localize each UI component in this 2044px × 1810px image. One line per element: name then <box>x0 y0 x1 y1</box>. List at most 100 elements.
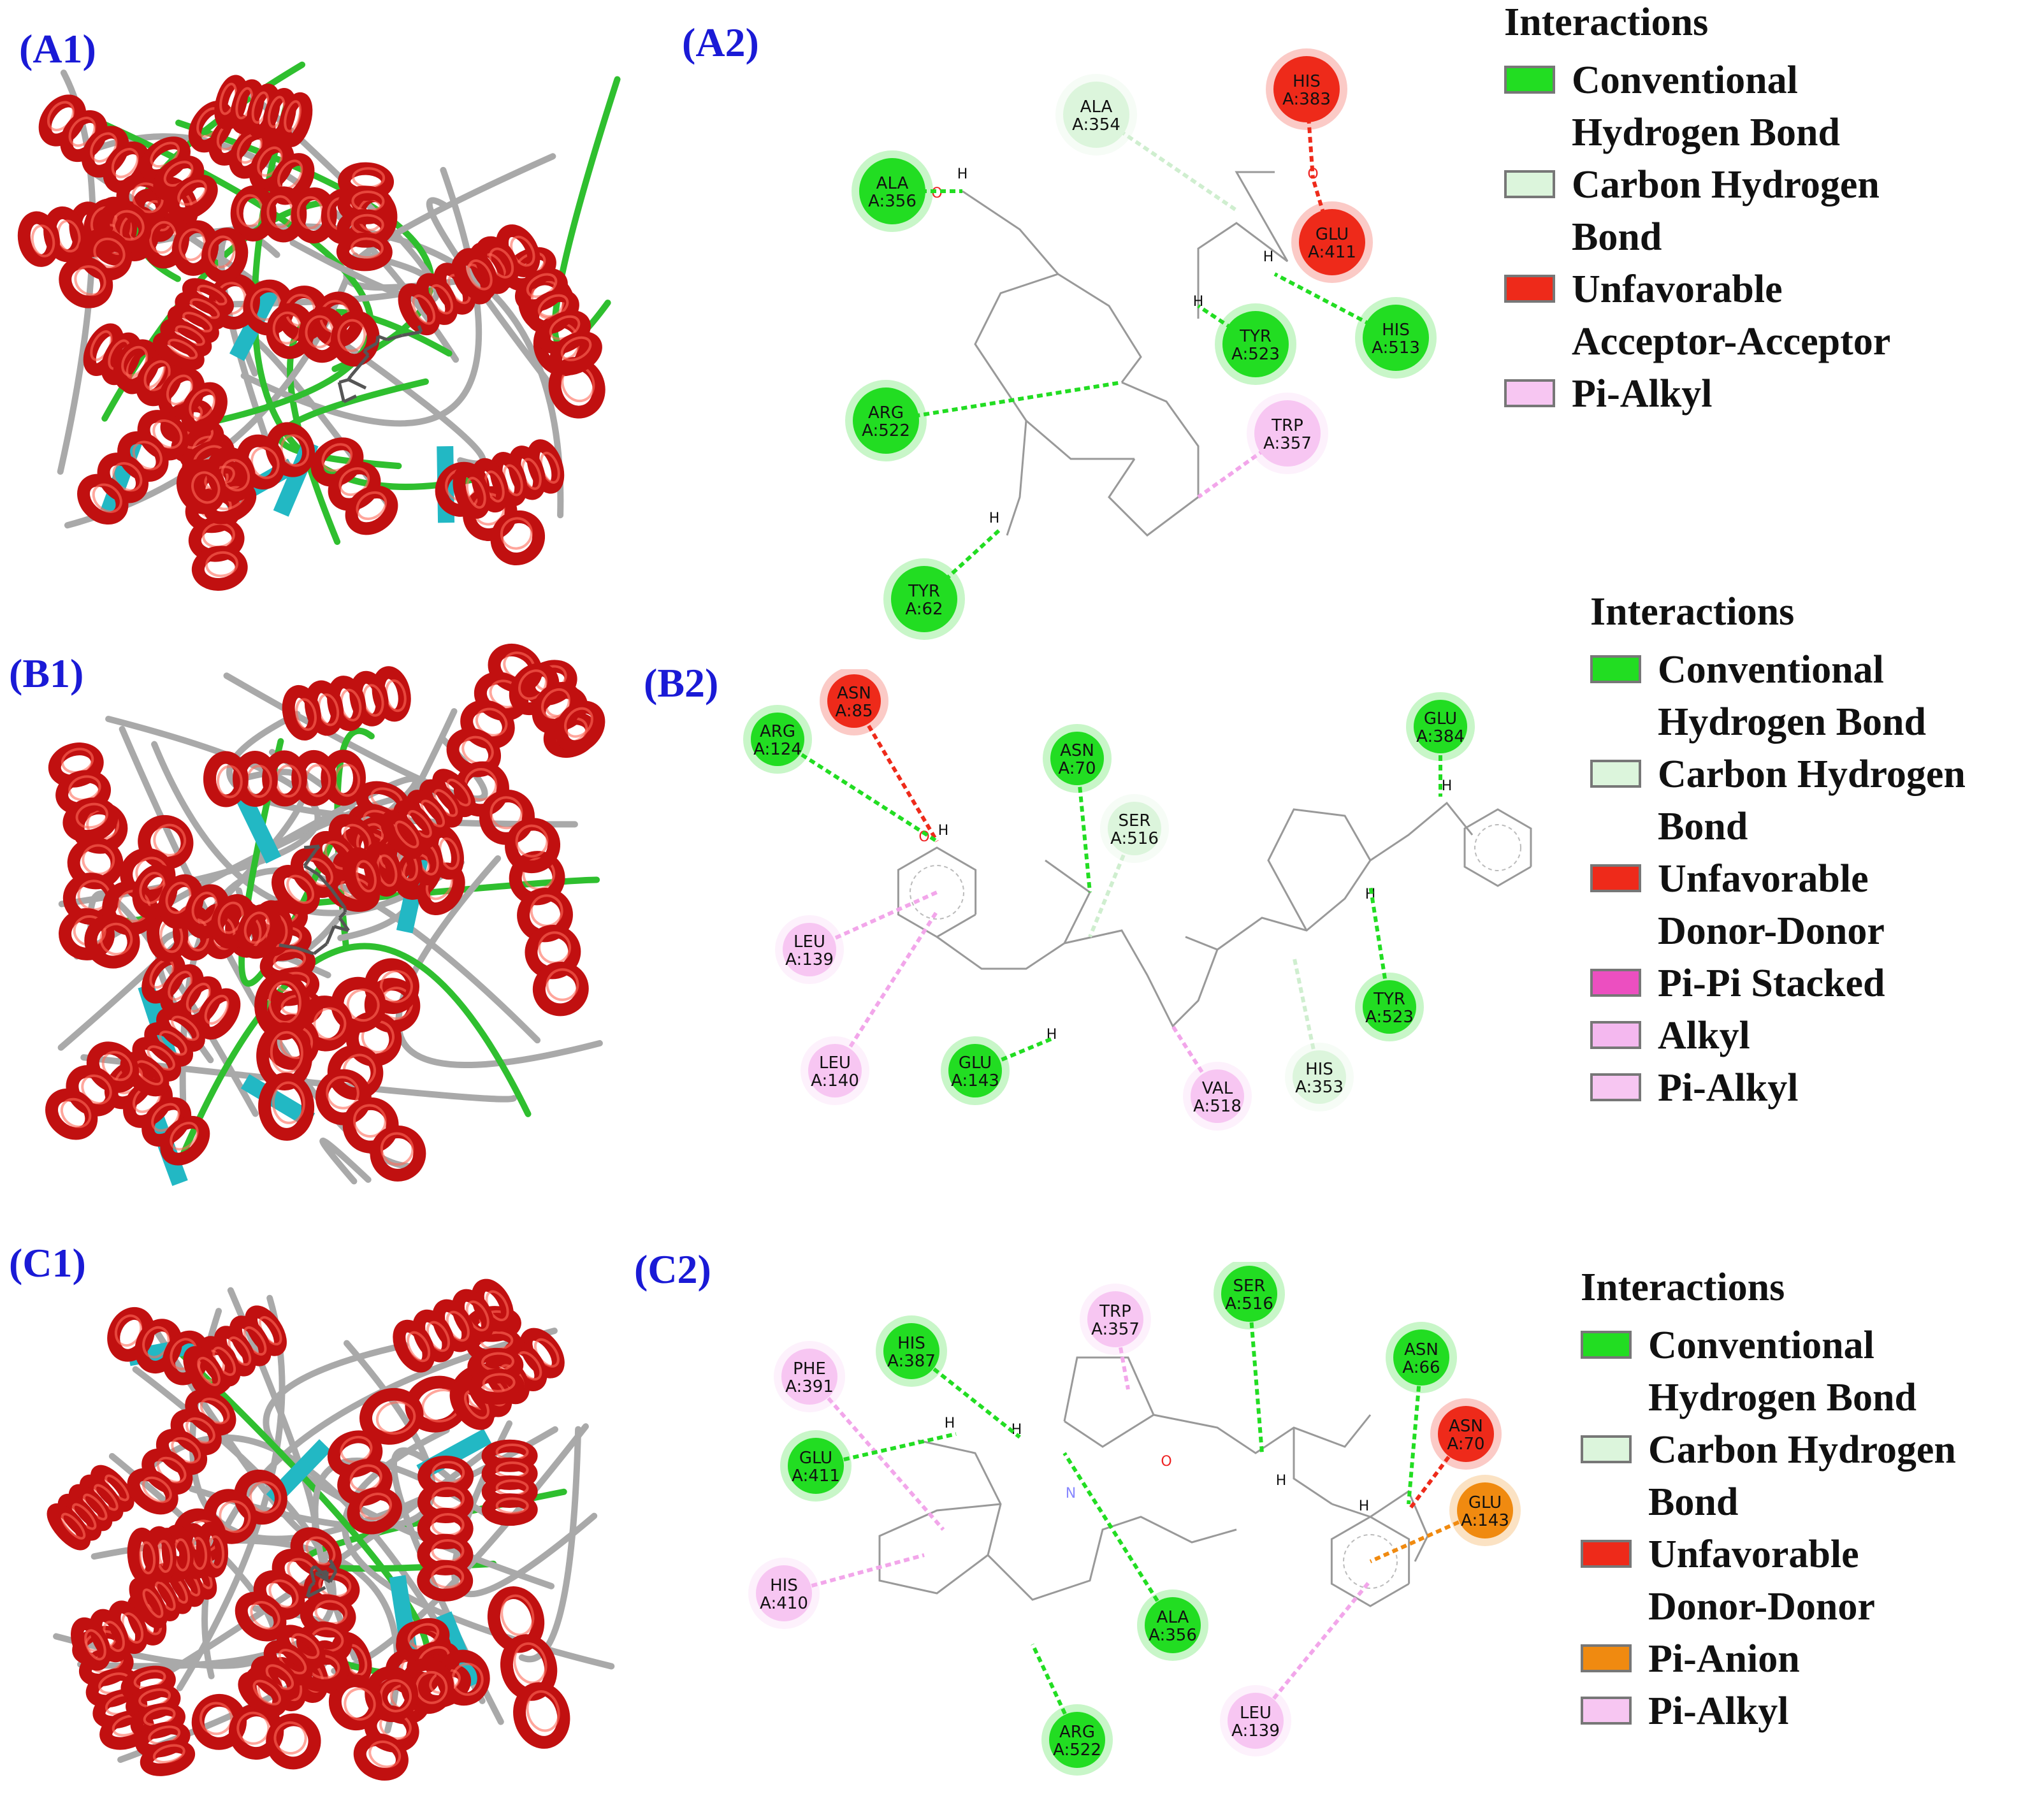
legend-label: Carbon Hydrogen Bond <box>1658 753 1966 848</box>
legend-item: Conventional Hydrogen Bond <box>1590 644 1966 748</box>
coil-segment <box>319 1137 372 1185</box>
ligand-bond <box>333 925 349 932</box>
ligand-skeleton <box>962 190 1142 383</box>
legend-label: Pi-Alkyl <box>1572 372 1713 416</box>
residue-id: A:522 <box>1053 1741 1101 1760</box>
ligand-skeleton <box>1293 1428 1333 1505</box>
ligand-bond <box>328 1570 338 1583</box>
interaction-line <box>833 910 939 1072</box>
alpha-helix <box>191 1693 321 1770</box>
alpha-helix <box>113 339 228 435</box>
residue-id: A:513 <box>1372 338 1420 358</box>
ligand-bond <box>375 336 380 344</box>
residue-name: TYR <box>1373 990 1405 1009</box>
legend-label: Unfavorable Donor-Donor <box>1658 857 1885 953</box>
atom-label: H <box>1442 778 1453 794</box>
residue-id: A:70 <box>1058 759 1096 778</box>
residue-name: SER <box>1119 811 1151 830</box>
beta-sheet <box>240 1074 315 1128</box>
atom-label: O <box>931 185 942 201</box>
panel-label-b1: (B1) <box>9 651 84 696</box>
alpha-helix <box>152 278 234 371</box>
residue-name: TRP <box>1099 1302 1131 1321</box>
residue-id: A:353 <box>1295 1078 1344 1097</box>
interaction-line <box>922 527 1003 601</box>
ligand-skeleton <box>1463 808 1532 887</box>
interaction-line <box>1031 1643 1079 1741</box>
residue-id: A:139 <box>1231 1721 1280 1741</box>
ligand-bond <box>296 946 315 955</box>
legend-label: Unfavorable Acceptor-Acceptor <box>1572 268 1891 363</box>
ligand-bond <box>325 925 336 945</box>
coil-segment <box>426 197 559 395</box>
legend-item: Pi-Alkyl <box>1504 368 1890 420</box>
residue-id: A:518 <box>1193 1097 1242 1116</box>
panel-label-c2: (C2) <box>634 1247 711 1292</box>
alpha-helix <box>327 1430 402 1535</box>
residue-id: A:139 <box>785 950 834 969</box>
ligand-bond <box>402 330 422 337</box>
ligand-bond <box>347 378 367 390</box>
ligand-bond <box>338 911 347 919</box>
coil-segment <box>178 943 532 1161</box>
ligand-bond <box>337 382 345 402</box>
residue-id: A:66 <box>1402 1358 1440 1377</box>
alpha-helix <box>71 1592 167 1671</box>
legend-item: Conventional Hydrogen Bond <box>1581 1319 1956 1424</box>
ligand-bond <box>309 1569 316 1583</box>
residue-name: ASN <box>1404 1340 1439 1359</box>
alpha-helix <box>282 666 411 741</box>
alpha-helix <box>509 663 605 753</box>
interaction-line <box>1247 1293 1264 1454</box>
legend-label: Conventional Hydrogen Bond <box>1648 1324 1917 1419</box>
residue-name: ASN <box>1449 1417 1483 1436</box>
residue-name: TYR <box>908 582 940 601</box>
ligand-bond <box>312 942 328 955</box>
legend-label: Pi-Pi Stacked <box>1658 962 1885 1005</box>
ligand-skeleton <box>1153 1414 1372 1454</box>
legend-label: Carbon Hydrogen Bond <box>1648 1428 1956 1524</box>
ligand-bond <box>386 333 403 342</box>
legend-label: Carbon Hydrogen Bond <box>1572 163 1880 259</box>
residue-id: A:383 <box>1282 90 1331 109</box>
legend-label: Pi-Anion <box>1648 1637 1800 1681</box>
alpha-helix <box>120 1665 196 1776</box>
residue-id: A:387 <box>887 1352 936 1371</box>
alpha-helix <box>310 437 398 535</box>
ligand-skeleton <box>1006 420 1027 536</box>
interaction-line <box>808 1375 945 1531</box>
residue-id: A:384 <box>1416 727 1465 746</box>
legend-swatch <box>1590 760 1641 788</box>
alpha-helix <box>264 958 419 1070</box>
legend-label: Conventional Hydrogen Bond <box>1572 59 1840 154</box>
coil-segment <box>518 1426 582 1663</box>
ligand-bond <box>343 394 357 403</box>
residue-name: GLU <box>1316 225 1349 244</box>
legend-swatch <box>1504 66 1555 94</box>
residue-name: GLU <box>1424 709 1457 728</box>
residue-id: A:516 <box>1225 1294 1273 1314</box>
panel-label-c1: (C1) <box>9 1240 86 1285</box>
alpha-helix <box>380 769 476 859</box>
ligand-bond <box>315 845 321 850</box>
ligand-skeleton <box>878 1503 1001 1595</box>
ligand-bond <box>315 1572 331 1584</box>
alpha-helix <box>203 749 366 807</box>
protein-structure-b1 <box>45 643 605 1186</box>
interaction-line <box>1197 431 1289 499</box>
legend-swatch <box>1590 655 1641 683</box>
atom-label: H <box>938 823 949 839</box>
alpha-helix <box>132 864 282 959</box>
legend-item: Unfavorable Acceptor-Acceptor <box>1504 263 1890 368</box>
coil-segment <box>395 855 603 1068</box>
